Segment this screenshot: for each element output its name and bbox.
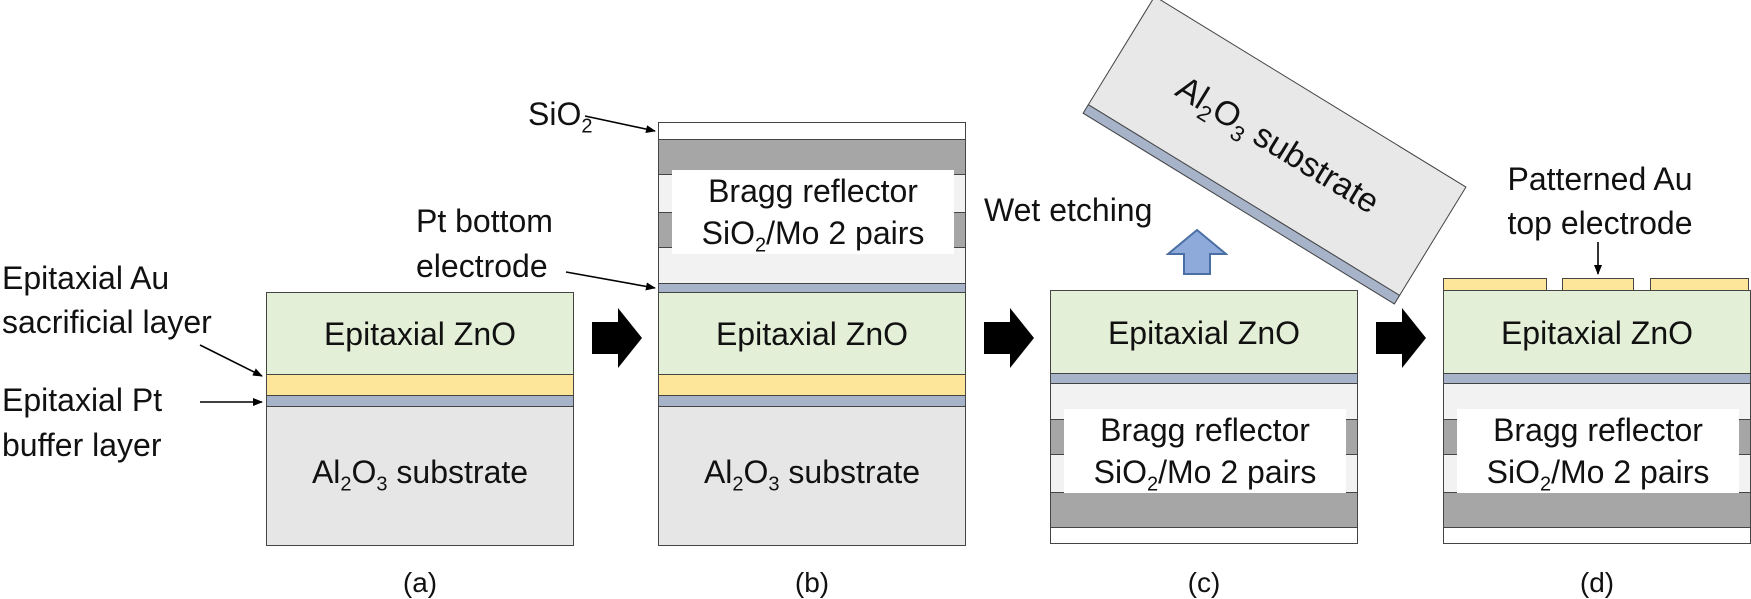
patterned-au-label-line1: Patterned Au [1507,161,1693,197]
caption-a: (a) [402,567,438,598]
al2o3-substrate [658,406,966,546]
au-sacrificial-pointer [199,344,263,377]
pt-buffer-label-line2: buffer layer [2,427,162,463]
caption-d: (d) [1579,567,1615,598]
process-arrow-icon [1376,308,1426,368]
zno-layer [266,292,574,375]
process-arrow-icon [592,308,642,368]
bragg-label: Bragg reflector SiO2/Mo 2 pairs [1457,409,1739,495]
zno-label: Epitaxial ZnO [323,316,517,352]
au-sacrificial-label-line2: sacrificial layer [2,304,212,340]
caption-c: (c) [1187,567,1221,598]
zno-label: Epitaxial ZnO [1500,315,1694,351]
sio2-label: SiO2 [528,96,593,138]
zno-layer [658,292,966,375]
zno-layer [1050,290,1358,374]
process-arrow-icon [984,308,1034,368]
lift-arrow-icon [1166,228,1228,275]
pt-bottom-label-line2: electrode [416,248,548,284]
sio2-pointer [584,115,656,134]
bragg-label: Bragg reflector SiO2/Mo 2 pairs [1064,409,1346,495]
zno-label: Epitaxial ZnO [1107,315,1301,351]
pt-bottom-pointer [565,271,656,291]
substrate-label: Al2O3 substrate [311,454,529,496]
substrate-label: Al2O3 substrate [703,454,921,496]
pt-bottom-label-line1: Pt bottom [416,203,553,239]
bragg-label: Bragg reflector SiO2/Mo 2 pairs [672,170,954,256]
caption-b: (b) [794,567,830,598]
patterned-au-label-line2: top electrode [1507,205,1693,241]
wet-etching-label: Wet etching [984,192,1153,228]
zno-label: Epitaxial ZnO [715,316,909,352]
pt-buffer-label-line1: Epitaxial Pt [2,382,163,418]
zno-layer [1443,290,1751,374]
sio2-bottom-layer [1050,527,1358,544]
al2o3-substrate [266,406,574,546]
au-sacrificial-label-line1: Epitaxial Au [2,260,170,296]
